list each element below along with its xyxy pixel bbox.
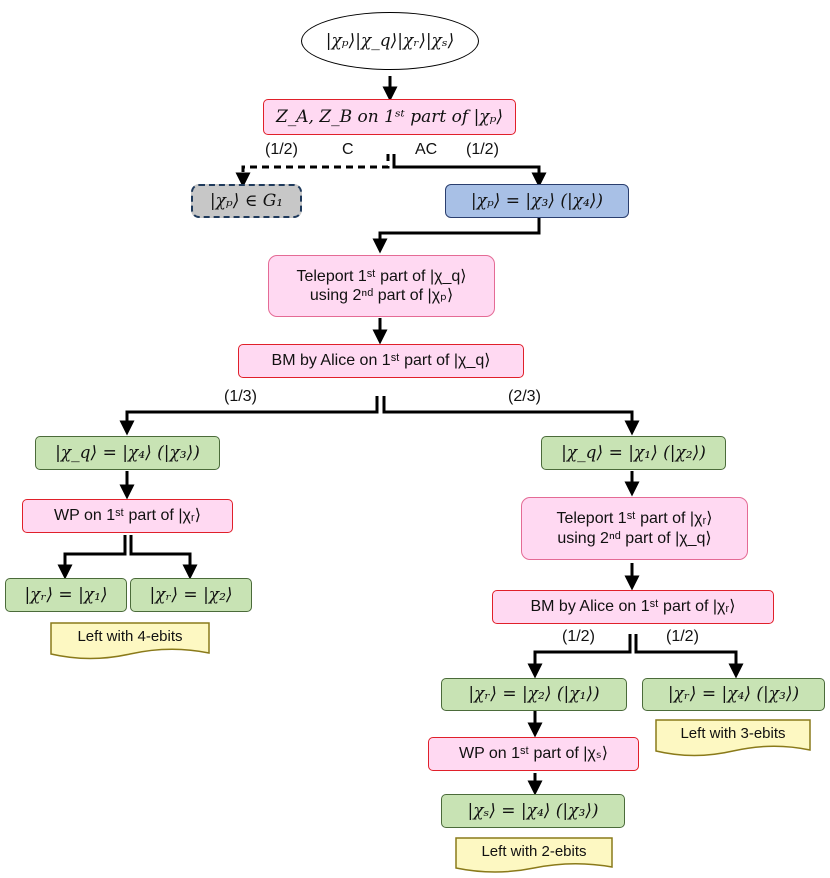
chi-r-equals-chi2: |χᵣ⟩ = |χ₂⟩ xyxy=(130,578,252,612)
start-state-oval: |χₚ⟩|χ_q⟩|χᵣ⟩|χₛ⟩ xyxy=(301,12,479,70)
edge-wp-branch-left xyxy=(57,535,127,580)
edge-branch-right-twothirds xyxy=(382,396,640,436)
edge-branch-ac xyxy=(392,154,547,188)
bm-q-step: BM by Alice on 1ˢᵗ part of |χ_q⟩ xyxy=(238,344,524,378)
chi-r-chi2-chi1-result: |χᵣ⟩ = |χ₂⟩ (|χ₁⟩) xyxy=(441,678,627,711)
label-r-right-probability: (1/2) xyxy=(666,628,699,645)
edge-bm-r-branch-right xyxy=(634,634,744,679)
teleport-r-line1: Teleport 1ˢᵗ part of |χᵣ⟩ xyxy=(556,510,713,528)
note-3ebits-text: Left with 3-ebits xyxy=(680,725,786,742)
chi-r-chi2-chi1-text: |χᵣ⟩ = |χ₂⟩ (|χ₁⟩) xyxy=(468,684,600,705)
bm-r-step: BM by Alice on 1ˢᵗ part of |χᵣ⟩ xyxy=(492,590,774,624)
wp-s-step-text: WP on 1ˢᵗ part of |χₛ⟩ xyxy=(458,745,609,763)
chi-s-text: |χₛ⟩ = |χ₄⟩ (|χ₃⟩) xyxy=(467,800,599,821)
label-c: C xyxy=(342,141,354,158)
note-4ebits-text: Left with 4-ebits xyxy=(77,628,183,645)
note-4ebits-shape xyxy=(50,622,210,660)
teleport-r-line2: using 2ⁿᵈ part of |χ_q⟩ xyxy=(557,529,712,547)
teleport-q-step: Teleport 1ˢᵗ part of |χ_q⟩ using 2ⁿᵈ par… xyxy=(268,255,495,317)
edge-wp-branch-right xyxy=(129,535,198,580)
chi-s-result: |χₛ⟩ = |χ₄⟩ (|χ₃⟩) xyxy=(441,794,625,828)
zazb-step: Z_A, Z_B on 1ˢᵗ part of |χₚ⟩ xyxy=(263,99,516,135)
edge-branch-left-third xyxy=(119,396,379,436)
chi-q-left-text: |χ_q⟩ = |χ₄⟩ (|χ₃⟩) xyxy=(55,442,200,463)
result-chi-p: |χₚ⟩ = |χ₃⟩ (|χ₄⟩) xyxy=(445,184,629,218)
label-c-probability: (1/2) xyxy=(265,141,298,158)
edge-chip-to-teleport xyxy=(372,218,541,254)
zazb-step-text: Z_A, Z_B on 1ˢᵗ part of |χₚ⟩ xyxy=(275,106,504,127)
edge-branch-c xyxy=(235,154,390,188)
result-chi-p-text: |χₚ⟩ = |χ₃⟩ (|χ₄⟩) xyxy=(470,190,604,211)
label-r-left-probability: (1/2) xyxy=(562,628,595,645)
chi-r-equals-chi1: |χᵣ⟩ = |χ₁⟩ xyxy=(5,578,127,612)
wp-r-step-text: WP on 1ˢᵗ part of |χᵣ⟩ xyxy=(54,507,201,525)
bm-r-step-text: BM by Alice on 1ˢᵗ part of |χᵣ⟩ xyxy=(530,598,736,616)
edge-bm-r-branch-left xyxy=(527,634,632,679)
chi-q-right-result: |χ_q⟩ = |χ₁⟩ (|χ₂⟩) xyxy=(541,436,726,470)
result-g1-text: |χₚ⟩ ∈ G₁ xyxy=(209,190,284,211)
wp-s-step: WP on 1ˢᵗ part of |χₛ⟩ xyxy=(428,737,639,771)
start-state-text: |χₚ⟩|χ_q⟩|χᵣ⟩|χₛ⟩ xyxy=(325,30,455,51)
teleport-r-step: Teleport 1ˢᵗ part of |χᵣ⟩ using 2ⁿᵈ part… xyxy=(521,497,748,560)
chi-r-equals-chi2-text: |χᵣ⟩ = |χ₂⟩ xyxy=(149,584,233,605)
chi-r-chi4-chi3-text: |χᵣ⟩ = |χ₄⟩ (|χ₃⟩) xyxy=(667,684,800,705)
note-3ebits-shape xyxy=(655,719,811,757)
label-right-probability: (2/3) xyxy=(508,388,541,405)
chi-q-right-text: |χ_q⟩ = |χ₁⟩ (|χ₂⟩) xyxy=(561,442,706,463)
chi-r-chi4-chi3-result: |χᵣ⟩ = |χ₄⟩ (|χ₃⟩) xyxy=(642,678,825,711)
result-g1: |χₚ⟩ ∈ G₁ xyxy=(191,184,302,218)
chi-q-left-result: |χ_q⟩ = |χ₄⟩ (|χ₃⟩) xyxy=(35,436,220,470)
wp-r-step: WP on 1ˢᵗ part of |χᵣ⟩ xyxy=(22,499,233,533)
teleport-q-line2: using 2ⁿᵈ part of |χₚ⟩ xyxy=(309,287,454,304)
note-2ebits-shape xyxy=(455,837,613,873)
bm-q-step-text: BM by Alice on 1ˢᵗ part of |χ_q⟩ xyxy=(271,352,491,370)
chi-r-equals-chi1-text: |χᵣ⟩ = |χ₁⟩ xyxy=(24,584,108,605)
label-ac: AC xyxy=(415,141,438,158)
label-ac-probability: (1/2) xyxy=(466,141,499,158)
note-2ebits-text: Left with 2-ebits xyxy=(481,842,587,860)
teleport-q-line1: Teleport 1ˢᵗ part of |χ_q⟩ xyxy=(296,267,467,285)
label-left-probability: (1/3) xyxy=(224,388,257,405)
